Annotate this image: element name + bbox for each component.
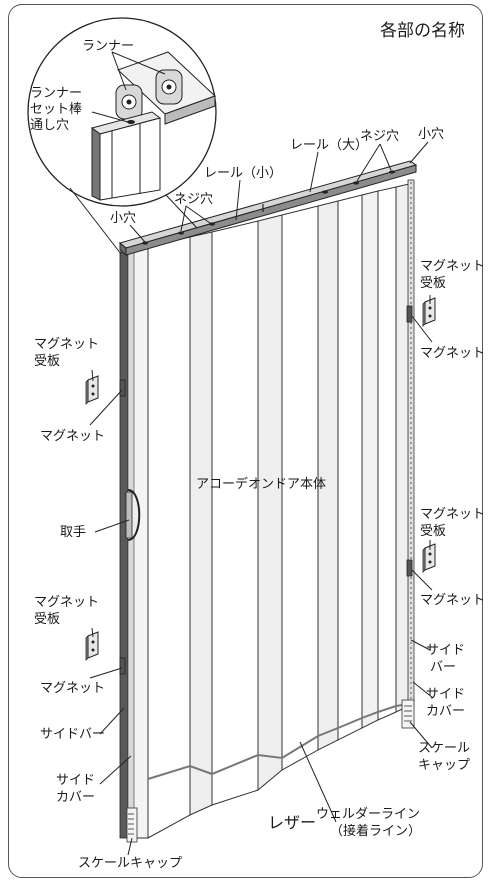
handle [125,489,141,541]
label-side-bar-left: サイドバー [40,727,105,742]
runner-wheel-right [155,69,183,105]
label-magnet-plate-bl: マグネット [34,595,99,610]
label-runner-hole-2: セット棒 [30,102,82,117]
label-magnet-plate-tr: マグネット [420,259,485,274]
right-side-bar [407,179,415,707]
label-door-body: アコーデオンドア本体 [196,476,326,492]
label-side-cover-right-2: カバー [426,704,465,719]
label-small-hole-left: 小穴 [110,211,136,226]
label-leather: レザー [268,813,316,832]
label-magnet-tr: マグネット [420,346,485,361]
magnet-plate-mid-left [85,375,99,405]
label-side-bar-right: サイド [426,643,465,658]
label-magnet-plate-bl-2: 受板 [34,612,60,627]
label-side-bar-right-2: バー [430,660,456,675]
diagram-title: 各部の名称 [380,21,465,41]
left-scale-cap [126,807,138,843]
label-side-cover-right: サイド [426,687,465,702]
label-handle: 取手 [60,525,86,540]
label-scale-cap-left: スケールキャップ [78,856,182,871]
runner-set-rod-hole [127,120,135,124]
rail [118,160,418,257]
left-scale-marks [128,813,134,835]
magnet-plate-mid-right [422,543,436,573]
magnet-left-lower [119,657,126,675]
detail-leader-left [69,187,122,255]
label-welder-line: ウェルダーライン [316,807,420,822]
magnet-plate-top-right [422,297,436,327]
label-magnet-ml: マグネット [40,429,105,444]
label-screw-hole-left: ネジ穴 [174,192,213,207]
label-scale-cap-right: スケール [418,741,470,756]
label-runner-hole-3: 通し穴 [30,118,69,133]
magnet-left-upper [119,379,126,397]
magnet-plate-bottom-left [85,631,99,661]
label-magnet-plate-tr-2: 受板 [420,276,446,291]
label-small-hole-top: 小穴 [418,127,444,142]
label-magnet-mr: マグネット [420,593,485,608]
label-magnet-plate-ml-2: 受板 [34,354,60,369]
right-scale-cap [401,699,415,729]
label-scale-cap-right-2: キャップ [418,758,470,773]
right-scale-marks [404,705,412,722]
label-magnet-bl: マグネット [40,681,105,696]
label-magnet-plate-ml: マグネット [34,337,99,352]
detail-leader-right [165,194,198,229]
magnet-right-upper [406,305,413,323]
label-side-cover-left: サイド [56,773,95,788]
label-welder-line-2: （接着ライン） [330,823,421,839]
left-side-bar [119,251,135,839]
label-runner-hole: ランナー [30,86,82,101]
runner-wheel-left [115,84,143,120]
welder-line [147,703,410,780]
label-runner: ランナー [82,39,134,54]
label-magnet-plate-mr-2: 受板 [420,524,446,539]
label-rail-small: レール（小） [204,166,282,181]
accordion-door-body [127,183,410,839]
leader-lines [89,51,434,856]
runner-detail-circle [27,17,217,207]
label-rail-large: レール（大） [290,138,368,153]
label-magnet-plate-mr: マグネット [420,507,485,522]
magnet-right-lower [406,559,413,577]
label-side-cover-left-2: カバー [56,790,95,805]
label-screw-hole-top: ネジ穴 [360,129,399,144]
diagram-frame [8,4,483,878]
